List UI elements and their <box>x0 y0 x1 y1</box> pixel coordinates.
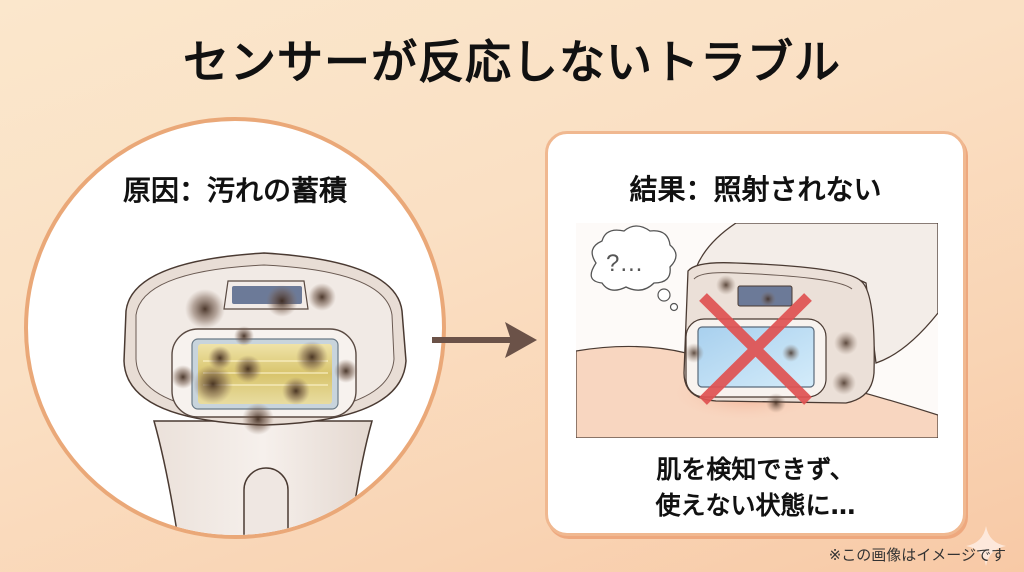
thought-bubble-icon: ?… <box>590 225 679 312</box>
device-on-skin-illustration: ?… <box>576 223 938 438</box>
cause-label: 原因：汚れの蓄積 <box>122 174 347 207</box>
result-caption: 肌を検知できず、 使えない状態に… <box>548 452 963 524</box>
caption-line-1: 肌を検知できず、 <box>656 455 855 484</box>
dirt-spots <box>171 283 358 435</box>
result-label: 結果：照射されない <box>629 173 882 206</box>
page-title: センサーが反応しないトラブル <box>183 35 841 89</box>
caption-line-2: 使えない状態に… <box>655 491 856 520</box>
cause-panel: 原因：汚れの蓄積 <box>24 117 446 539</box>
arrow-right-icon <box>432 322 537 358</box>
red-x-icon <box>699 293 812 405</box>
disclaimer-text: ※この画像はイメージです <box>828 546 1006 564</box>
result-panel: 結果：照射されない <box>545 131 966 536</box>
svg-text:?…: ?… <box>606 250 643 277</box>
dirty-device-illustration <box>123 252 407 535</box>
sparkle-icon <box>966 526 1006 566</box>
